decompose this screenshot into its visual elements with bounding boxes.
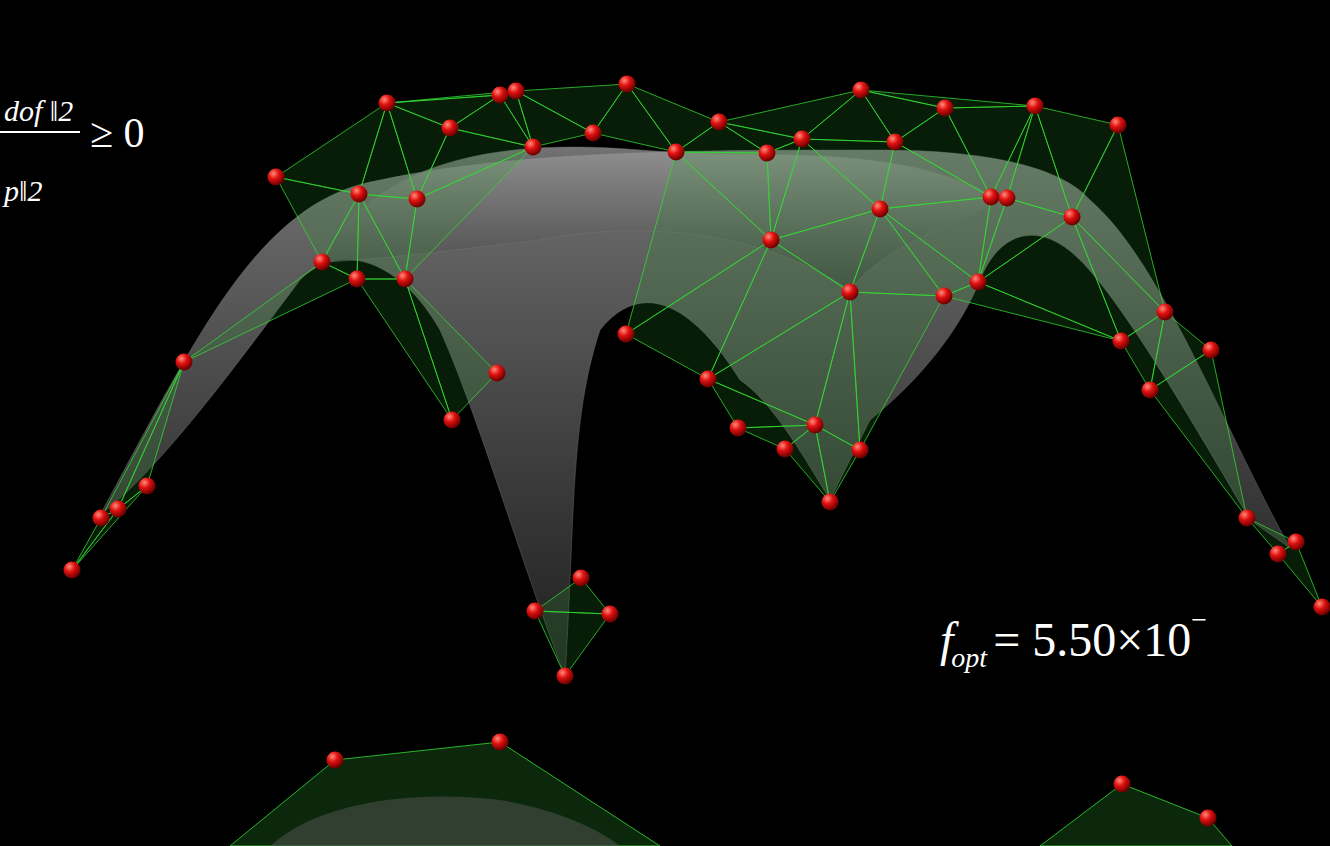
control-point bbox=[444, 412, 461, 429]
control-point bbox=[489, 365, 506, 382]
control-point bbox=[176, 354, 193, 371]
control-point bbox=[807, 417, 824, 434]
formula-denominator: p‖2 bbox=[4, 176, 42, 206]
mesh-face bbox=[676, 152, 771, 240]
control-point bbox=[409, 191, 426, 208]
control-point bbox=[602, 606, 619, 623]
mesh-face bbox=[357, 194, 405, 279]
control-point bbox=[983, 189, 1000, 206]
objective-value: = 5.50×10 bbox=[993, 616, 1191, 664]
control-point bbox=[314, 254, 331, 271]
mesh-face bbox=[880, 197, 991, 282]
control-point bbox=[585, 125, 602, 142]
control-point bbox=[557, 668, 574, 685]
control-point bbox=[711, 114, 728, 131]
mesh-face bbox=[1040, 784, 1232, 846]
control-point bbox=[1314, 599, 1330, 616]
mesh-face bbox=[626, 152, 771, 334]
control-point bbox=[268, 169, 285, 186]
mesh-face bbox=[850, 292, 944, 450]
control-point bbox=[822, 494, 839, 511]
control-point bbox=[327, 752, 344, 769]
control-point bbox=[64, 562, 81, 579]
control-point bbox=[492, 87, 509, 104]
control-point bbox=[397, 271, 414, 288]
control-point bbox=[527, 603, 544, 620]
control-point bbox=[1114, 776, 1131, 793]
mesh-face bbox=[516, 84, 627, 133]
control-point bbox=[139, 478, 156, 495]
control-point bbox=[619, 76, 636, 93]
mesh-face bbox=[230, 742, 660, 846]
control-point bbox=[573, 570, 590, 587]
control-point bbox=[379, 95, 396, 112]
mesh-face bbox=[72, 509, 118, 570]
mesh-face bbox=[785, 425, 830, 502]
control-point bbox=[525, 139, 542, 156]
control-point bbox=[349, 271, 366, 288]
control-point bbox=[1157, 304, 1174, 321]
control-point bbox=[1200, 810, 1217, 827]
objective-subscript: opt bbox=[951, 644, 987, 672]
control-point bbox=[351, 186, 368, 203]
control-point bbox=[763, 232, 780, 249]
control-point bbox=[492, 734, 509, 751]
control-point bbox=[759, 145, 776, 162]
control-point bbox=[700, 371, 717, 388]
control-point bbox=[970, 274, 987, 291]
control-point bbox=[999, 190, 1016, 207]
control-point bbox=[853, 82, 870, 99]
control-point bbox=[852, 442, 869, 459]
mesh-face bbox=[1150, 350, 1247, 518]
control-point bbox=[442, 120, 459, 137]
control-point bbox=[887, 134, 904, 151]
mesh-face bbox=[101, 362, 184, 518]
control-point bbox=[93, 510, 110, 527]
mesh-face bbox=[627, 84, 719, 152]
control-point bbox=[842, 284, 859, 301]
mesh-face bbox=[276, 103, 387, 194]
control-point bbox=[794, 131, 811, 148]
control-point bbox=[1110, 117, 1127, 134]
control-point bbox=[1027, 98, 1044, 115]
mesh-face bbox=[802, 90, 895, 142]
control-point bbox=[1113, 333, 1130, 350]
control-point bbox=[668, 144, 685, 161]
surface-patch bbox=[270, 796, 620, 846]
control-point bbox=[1288, 534, 1305, 551]
mesh-face bbox=[535, 578, 610, 614]
control-points bbox=[64, 76, 1330, 827]
control-mesh bbox=[72, 84, 1322, 676]
mesh-face bbox=[535, 611, 610, 676]
control-point bbox=[937, 100, 954, 117]
control-point bbox=[936, 288, 953, 305]
control-point bbox=[1064, 209, 1081, 226]
mesh-face bbox=[1072, 125, 1165, 312]
lower-mesh bbox=[230, 742, 1232, 846]
objective-symbol: f bbox=[940, 616, 953, 664]
objective-exponent: − bbox=[1191, 606, 1207, 634]
control-point bbox=[1142, 382, 1159, 399]
control-point bbox=[1203, 342, 1220, 359]
control-point bbox=[1270, 546, 1287, 563]
control-point bbox=[110, 501, 127, 518]
mesh-face bbox=[184, 262, 357, 362]
mesh-face bbox=[72, 486, 147, 570]
mesh-face bbox=[771, 139, 880, 240]
control-point bbox=[730, 420, 747, 437]
control-point bbox=[777, 441, 794, 458]
control-point bbox=[1239, 510, 1256, 527]
control-point bbox=[618, 326, 635, 343]
formula-numerator: dof ‖2 bbox=[4, 96, 73, 126]
control-point bbox=[872, 201, 889, 218]
control-point bbox=[508, 83, 525, 100]
fraction-bar bbox=[0, 131, 80, 133]
mesh-face bbox=[357, 279, 452, 420]
formula-inequality: ≥ 0 bbox=[90, 112, 145, 154]
